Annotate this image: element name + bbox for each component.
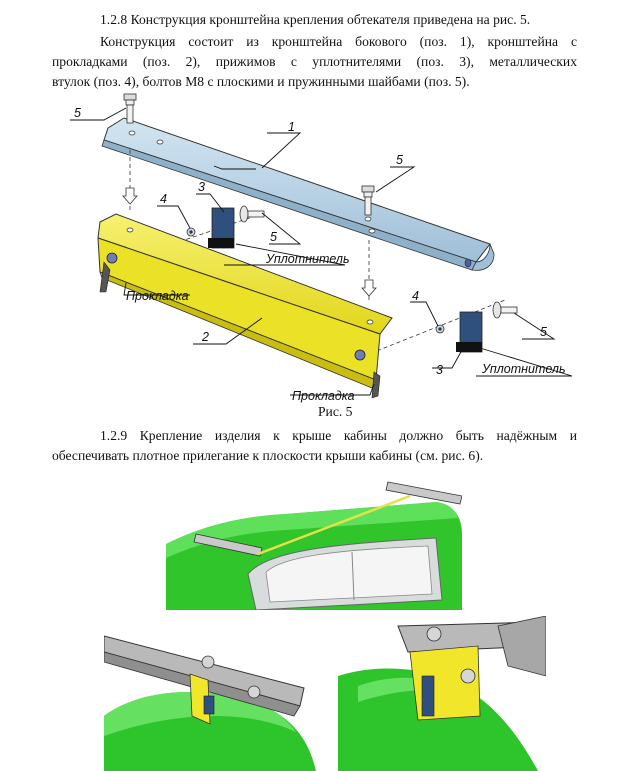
figure-5-caption: Рис. 5	[318, 404, 353, 419]
section-128-line3: прокладками (поз. 2), прижимов с уплотни…	[52, 54, 577, 69]
label-seal-bottom: Уплотнитель	[481, 362, 566, 376]
figure-5-drawing: 5 1 5 3 4 5 Уплотнитель Прокладка 4 5 2 …	[70, 93, 573, 403]
section-129-line1: 1.2.9 Крепление изделия к крыше кабины д…	[100, 428, 577, 443]
callout-4a: 4	[160, 192, 167, 206]
section-128-body: Конструкция состоит из кронштейна боково…	[52, 32, 577, 92]
section-128-line1: 1.2.8 Конструкция кронштейна крепления о…	[100, 12, 531, 27]
section-129-line2: обеспечивать плотное прилегание к плоско…	[52, 448, 484, 463]
callout-1: 1	[288, 120, 295, 134]
side-bracket-part	[101, 117, 495, 271]
section-129-body: 1.2.9 Крепление изделия к крыше кабины д…	[52, 426, 577, 466]
label-seal-top: Уплотнитель	[265, 252, 350, 266]
label-gasket-left: Прокладка	[126, 289, 189, 303]
callout-5c: 5	[270, 230, 277, 244]
callout-3b: 3	[436, 363, 443, 377]
callout-5d: 5	[540, 325, 547, 339]
callout-2: 2	[201, 330, 209, 344]
clamp-upper	[186, 205, 265, 249]
arrows-down	[122, 187, 377, 297]
callout-4b: 4	[412, 289, 419, 303]
bracket-closeup-left-photo	[104, 616, 316, 771]
clamp-lower	[435, 301, 518, 353]
callout-3a: 3	[198, 180, 205, 194]
bracket-closeup-right-photo	[338, 616, 546, 771]
yellow-bracket-part	[97, 213, 393, 399]
leader-lines	[70, 107, 573, 396]
cab-photo	[166, 474, 462, 610]
section-128-heading: 1.2.8 Конструкция кронштейна крепления о…	[52, 10, 577, 30]
bolt-top-left	[123, 93, 137, 124]
section-128-line2: Конструкция состоит из кронштейна боково…	[100, 34, 577, 49]
bolt-center	[361, 185, 375, 216]
callout-5b: 5	[396, 153, 403, 167]
label-gasket-bottom: Прокладка	[292, 389, 355, 403]
callout-5a: 5	[74, 106, 81, 120]
section-128-line4: втулок (поз. 4), болтов М8 с плоскими и …	[52, 74, 470, 89]
